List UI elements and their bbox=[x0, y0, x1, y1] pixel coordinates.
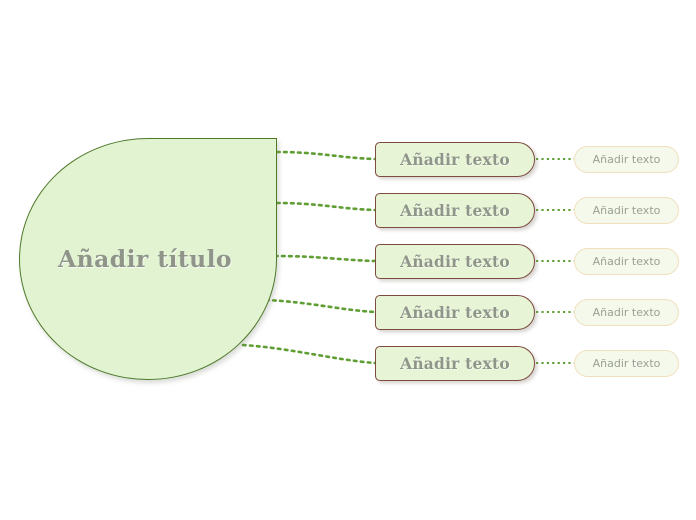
branch-node-4-label: Añadir texto bbox=[400, 303, 510, 322]
connector-root-to-branch-1 bbox=[275, 150, 377, 161]
root-node[interactable]: Añadir título bbox=[19, 138, 277, 380]
branch-node-4[interactable]: Añadir texto bbox=[375, 295, 535, 330]
branch-node-5-label: Añadir texto bbox=[400, 354, 510, 373]
root-node-label: Añadir título bbox=[58, 245, 232, 273]
leaf-node-2-label: Añadir texto bbox=[592, 204, 661, 217]
leaf-node-1-label: Añadir texto bbox=[592, 153, 661, 166]
leaf-node-4[interactable]: Añadir texto bbox=[574, 299, 679, 326]
leaf-node-5-label: Añadir texto bbox=[592, 357, 661, 370]
leaf-node-4-label: Añadir texto bbox=[592, 306, 661, 319]
connector-root-to-branch-3 bbox=[273, 254, 377, 263]
branch-node-3[interactable]: Añadir texto bbox=[375, 244, 535, 279]
root-node-shape bbox=[19, 138, 277, 380]
branch-node-2-label: Añadir texto bbox=[400, 201, 510, 220]
branch-node-1-label: Añadir texto bbox=[400, 150, 510, 169]
leaf-node-1[interactable]: Añadir texto bbox=[574, 146, 679, 173]
branch-node-3-label: Añadir texto bbox=[400, 252, 510, 271]
branch-node-1[interactable]: Añadir texto bbox=[375, 142, 535, 177]
branch-node-5[interactable]: Añadir texto bbox=[375, 346, 535, 381]
leaf-node-3[interactable]: Añadir texto bbox=[574, 248, 679, 275]
leaf-node-5[interactable]: Añadir texto bbox=[574, 350, 679, 377]
leaf-node-2[interactable]: Añadir texto bbox=[574, 197, 679, 224]
leaf-node-3-label: Añadir texto bbox=[592, 255, 661, 268]
branch-node-2[interactable]: Añadir texto bbox=[375, 193, 535, 228]
connector-root-to-branch-4 bbox=[264, 298, 377, 314]
connector-root-to-branch-2 bbox=[275, 201, 377, 212]
